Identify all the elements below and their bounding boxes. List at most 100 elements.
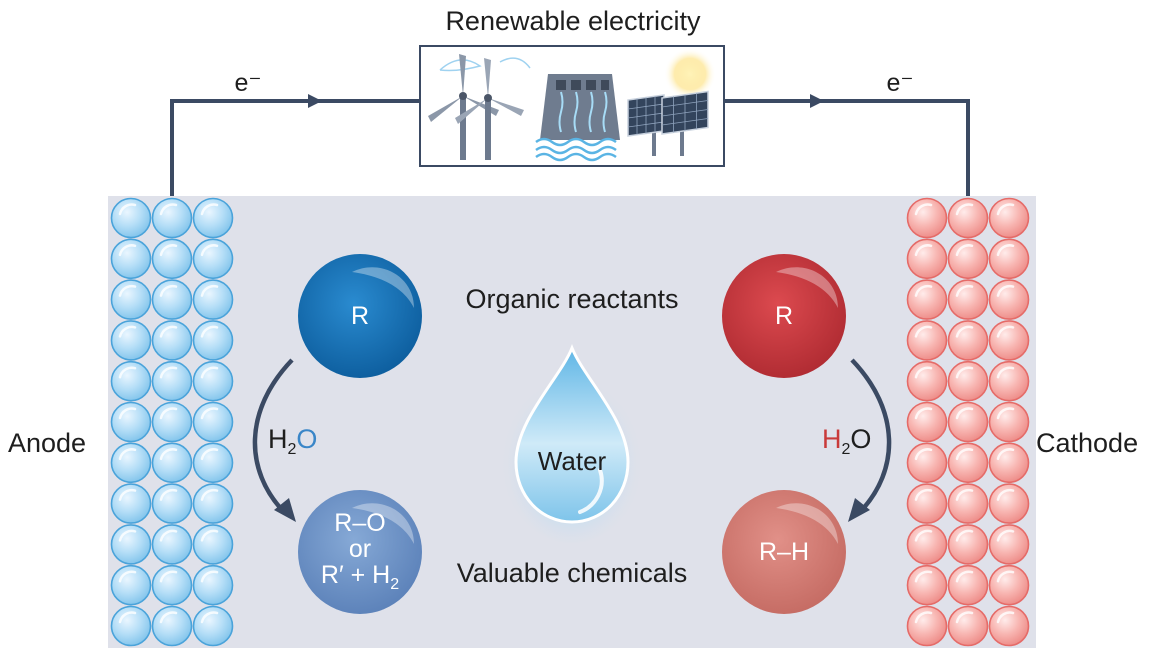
cathode-bead [988,197,1030,239]
cathode-product-sphere [722,490,846,614]
cathode-bead [988,605,1030,647]
cathode-bead-highlight [955,407,974,420]
cathode-bead-highlight [955,284,974,297]
cathode-bead-highlight [996,244,1015,257]
anode-reagent-sub: 2 [287,441,297,458]
anode-reagent-h: H [268,424,288,454]
anode-bead [110,197,152,239]
hydro-dam-icon [535,74,620,162]
cathode-bead [906,483,948,524]
anode-bead [110,442,152,484]
anode-bead [151,564,193,606]
cathode-bead-highlight [996,448,1015,461]
anode-bead [151,360,193,402]
anode-reaction-arrow [252,358,294,514]
cathode-bead-highlight [914,488,933,501]
anode-bead [110,605,152,647]
cathode-reagent-sub: 2 [841,441,851,458]
anode-product-line3-sub: 2 [390,576,400,593]
anode-bead-highlight [118,488,137,501]
cathode-electrode [906,197,1030,647]
valuable-chemicals-label: Valuable chemicals [456,558,688,588]
anode-bead-highlight [118,407,137,420]
cathode-bead-highlight [914,284,933,297]
anode-product-line3: R′ + H2 [321,562,399,598]
anode-bead-highlight [159,488,178,501]
anode-bead-highlight [159,448,178,461]
cathode-bead-highlight [914,407,933,420]
cathode-bead-highlight [996,529,1015,542]
cathode-bead [947,360,989,402]
renewable-electricity-box [419,45,725,167]
anode-bead-highlight [159,244,178,257]
anode-bead-highlight [118,366,137,379]
circuit-wire [170,99,970,196]
cathode-bead-highlight [996,325,1015,338]
anode-bead-highlight [200,488,219,501]
electron-label-right: e⁻ [886,69,914,97]
cathode-bead-highlight [996,366,1015,379]
wind-turbine-icon [428,54,531,160]
anode-bead [192,442,234,484]
cathode-bead [988,564,1030,606]
anode-bead [192,320,234,361]
cathode-bead [906,320,948,361]
anode-bead [151,238,193,280]
anode-bead [110,401,152,443]
anode-bead [151,197,193,239]
cathode-bead-highlight [914,570,933,583]
cathode-bead [947,442,989,484]
anode-bead-highlight [159,611,178,624]
anode-bead-highlight [159,284,178,297]
cathode-bead [988,483,1030,524]
cathode-bead [947,605,989,647]
cathode-bead-highlight [914,244,933,257]
cathode-bead [988,401,1030,443]
anode-bead [192,238,234,280]
anode-product-label: R–O or R′ + H2 [321,510,399,598]
cathode-bead-highlight [955,448,974,461]
water-label: Water [537,446,607,476]
cathode-bead-highlight [914,325,933,338]
cathode-bead-highlight [996,570,1015,583]
electron-label-left: e⁻ [234,69,262,97]
cathode-bead [906,442,948,484]
anode-bead [151,320,193,361]
cathode-reagent-o: O [850,424,872,454]
cathode-bead-highlight [955,488,974,501]
anode-bead [192,197,234,239]
anode-bead [110,524,152,565]
cathode-bead [947,320,989,361]
cathode-bead [988,442,1030,484]
anode-product-line2: or [348,535,372,563]
anode-bead-highlight [200,407,219,420]
cathode-bead-highlight [955,244,974,257]
electron-arrow-left [308,94,322,108]
anode-bead [110,279,152,320]
cathode-bead-highlight [914,366,933,379]
anode-bead-highlight [159,570,178,583]
cathode-bead-highlight [955,325,974,338]
solar-panel-icon [627,90,709,156]
cathode-bead [988,524,1030,565]
cathode-bead-highlight [996,203,1015,216]
anode-bead [110,564,152,606]
cathode-bead-highlight [955,203,974,216]
anode-label: Anode [8,428,87,458]
cathode-bead [988,238,1030,280]
cathode-bead-highlight [996,488,1015,501]
cathode-reactant-sphere [722,254,846,378]
cathode-bead [947,524,989,565]
cathode-reactant-label: R [774,302,794,330]
cathode-bead [906,564,948,606]
cathode-bead [947,197,989,239]
anode-bead [151,401,193,443]
anode-bead [110,238,152,280]
sun-icon [664,48,716,100]
anode-reactant-sphere [298,254,422,378]
anode-bead [151,483,193,524]
cathode-bead [947,401,989,443]
anode-bead-highlight [159,203,178,216]
cathode-product-label: R–H [758,538,810,566]
anode-bead-highlight [118,529,137,542]
